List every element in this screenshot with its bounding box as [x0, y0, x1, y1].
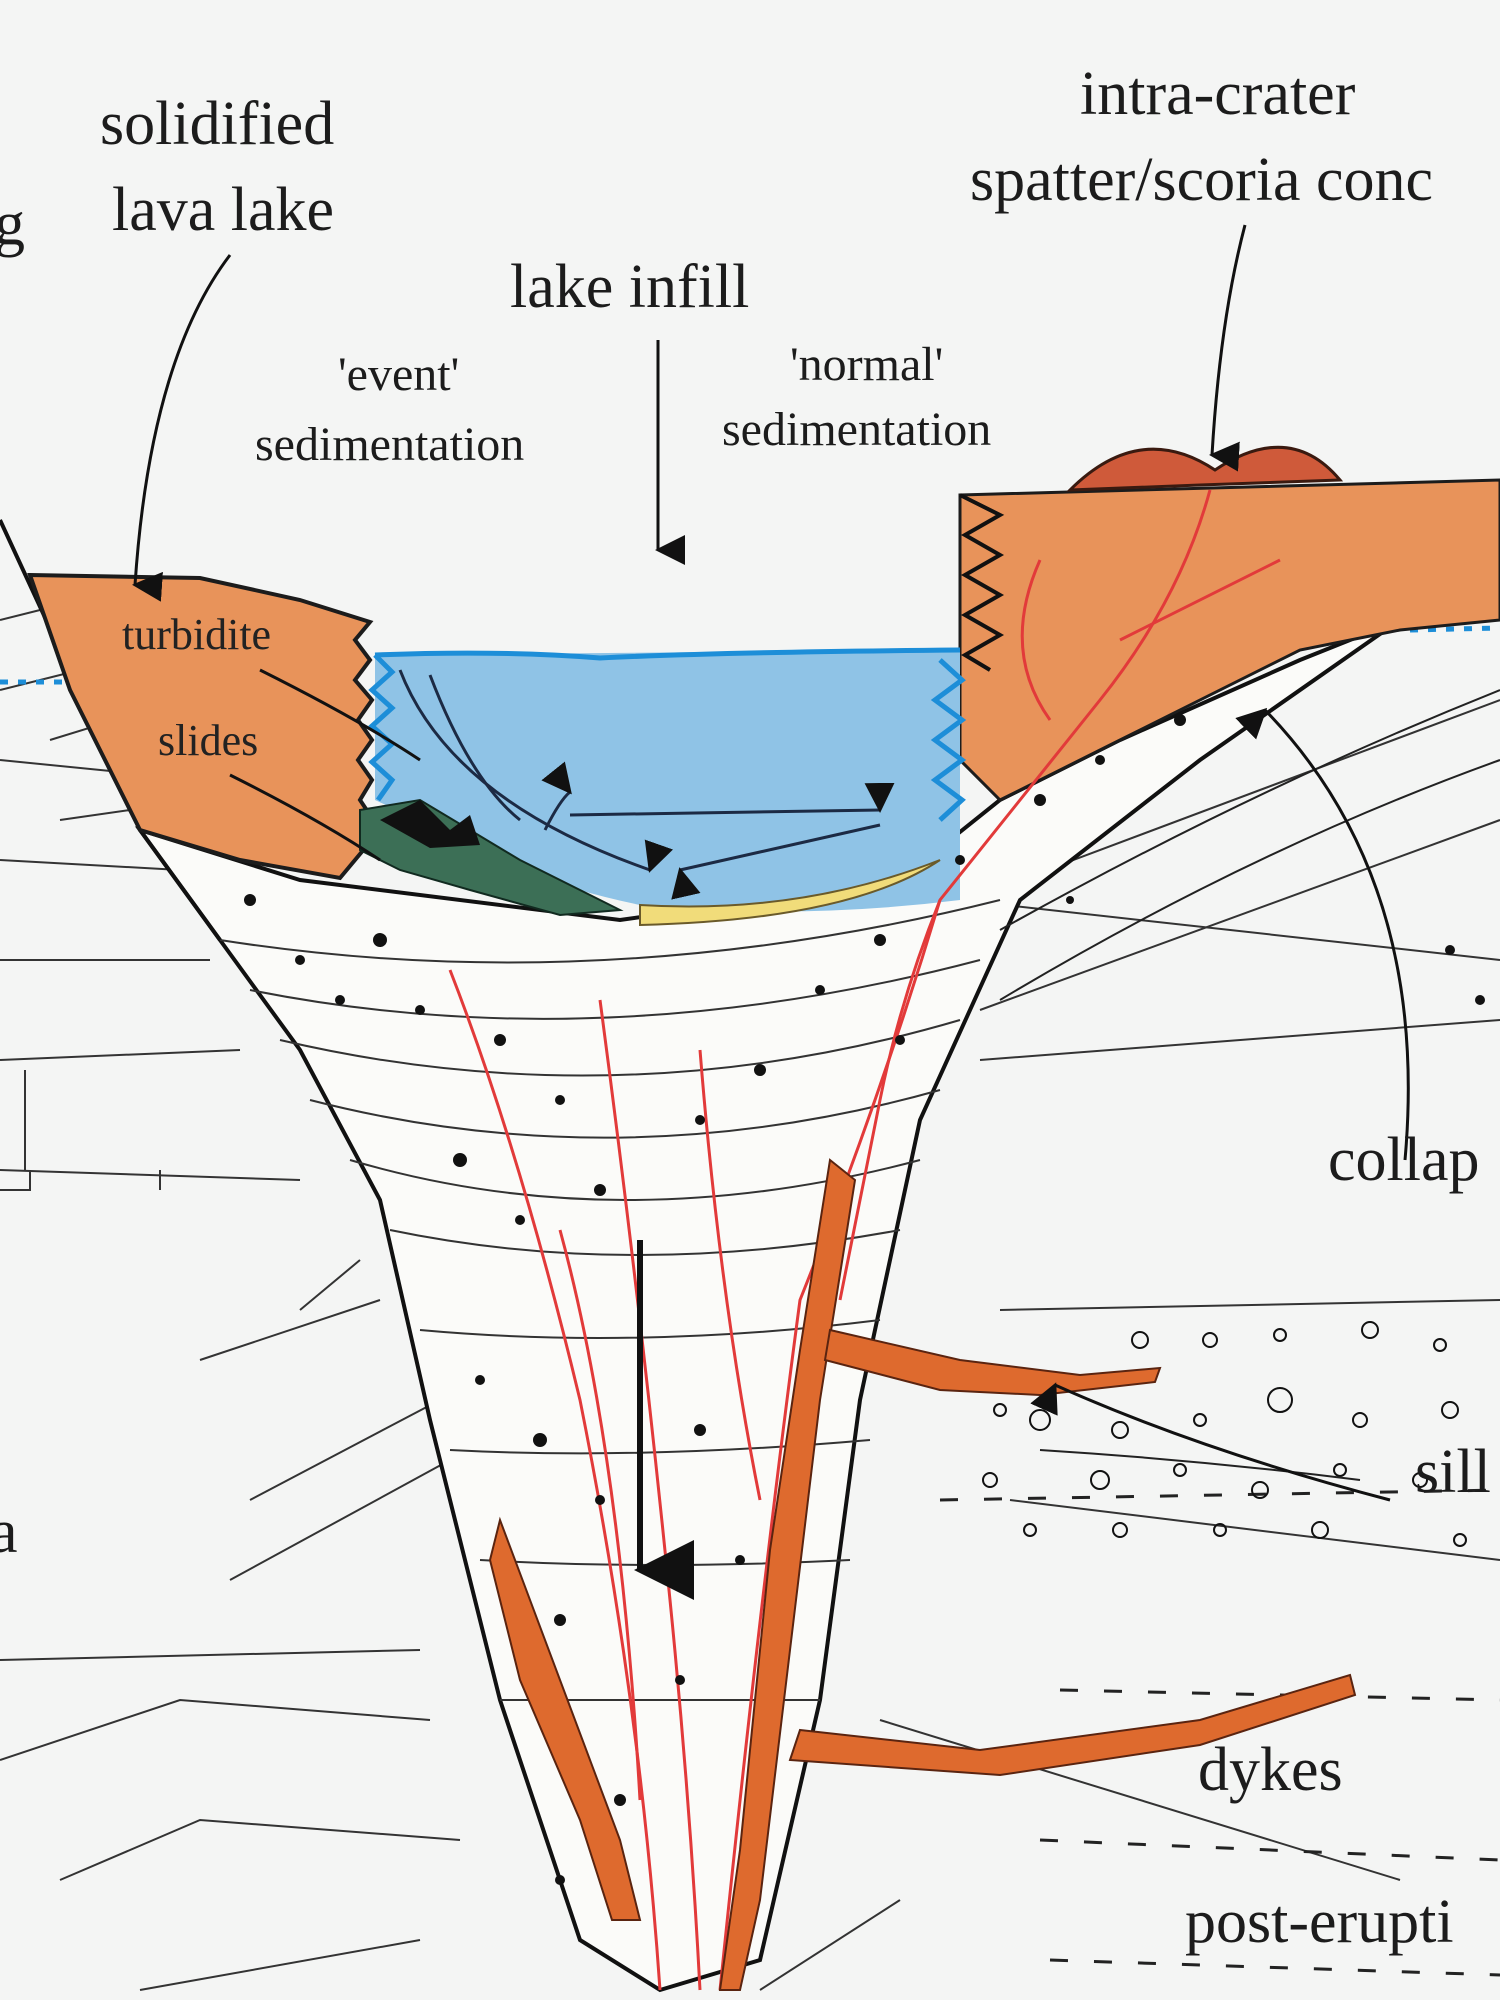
label-sill: sill	[1415, 1438, 1491, 1506]
label-lake-infill: lake infill	[510, 253, 750, 321]
label-normal-sedimentation-line2: sedimentation	[722, 403, 992, 456]
label-normal-sedimentation-line1: 'normal'	[790, 338, 944, 391]
feeder-dykes	[488, 1158, 1357, 1991]
label-event-sedimentation-line2: sedimentation	[255, 418, 525, 471]
sill-clasts	[982, 1321, 1467, 1547]
label-event-sedimentation-line1: 'event'	[338, 348, 460, 401]
label-intra-crater-line2: spatter/scoria conc	[970, 146, 1434, 214]
cut-label-g: g	[0, 190, 25, 258]
crater-lake	[375, 650, 960, 912]
breccia-clasts	[244, 714, 1485, 1885]
lake-left-edge	[368, 653, 396, 802]
label-collapse: collap	[1328, 1126, 1480, 1194]
label-solidified-lava-lake-line1: solidified	[100, 90, 335, 158]
label-turbidite: turbidite	[122, 610, 272, 659]
label-post-eruptive: post-erupti	[1185, 1888, 1454, 1956]
normal-sediment-layer	[639, 859, 941, 927]
lake-circulation-arrows	[398, 669, 895, 900]
spatter-cone	[1066, 445, 1344, 492]
label-solidified-lava-lake-line2: lava lake	[112, 176, 335, 244]
label-dykes: dykes	[1198, 1736, 1343, 1804]
label-intra-crater-line1: intra-crater	[1080, 60, 1356, 128]
lake-surface-line	[374, 647, 961, 661]
water-level-lines	[0, 625, 1500, 685]
cut-label-a: a	[0, 1498, 18, 1566]
collapse-arcs	[999, 689, 1500, 1481]
label-slides: slides	[158, 716, 259, 765]
lava-surface-right	[958, 478, 1500, 802]
solidified-lava-lake-left	[27, 572, 383, 881]
slide-dark-blocks	[380, 800, 480, 848]
lake-right-edge	[930, 658, 967, 822]
jagged-contact-right	[959, 493, 1005, 672]
label-pointer-arrows	[132, 224, 1410, 1502]
